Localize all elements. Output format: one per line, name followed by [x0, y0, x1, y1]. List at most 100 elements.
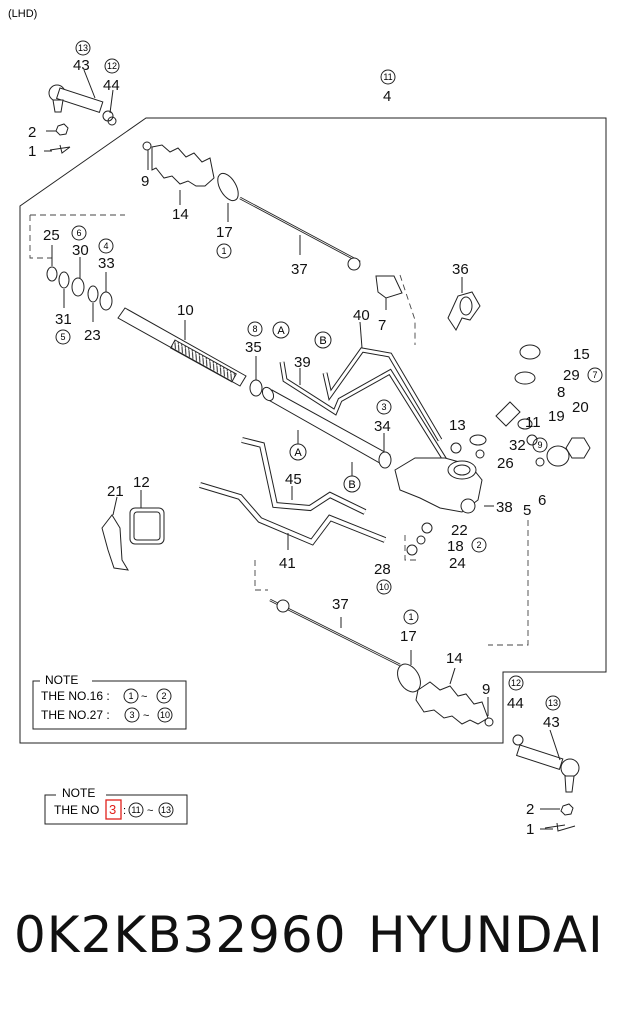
svg-text:12: 12 — [511, 678, 521, 688]
bellows-lower — [415, 667, 494, 727]
svg-text:11: 11 — [525, 414, 541, 431]
svg-text:2: 2 — [28, 124, 36, 141]
svg-text:A: A — [277, 325, 285, 337]
svg-text:7: 7 — [378, 317, 386, 334]
svg-text:13: 13 — [449, 417, 466, 434]
note-box-2: NOTE THE NO 3 : 11 ~ 13 — [44, 786, 188, 825]
tie-rod-end-upper — [44, 69, 117, 154]
mount-bracket — [101, 490, 165, 571]
svg-text:10: 10 — [160, 710, 170, 720]
svg-text:B: B — [348, 479, 355, 491]
svg-text:5: 5 — [60, 332, 65, 342]
svg-text:26: 26 — [497, 455, 514, 472]
svg-text:THE NO.27 :: THE NO.27 : — [41, 708, 110, 722]
svg-text:7: 7 — [592, 370, 597, 380]
bracket-36 — [447, 277, 481, 331]
svg-text:13: 13 — [78, 43, 88, 53]
svg-text:6: 6 — [76, 228, 81, 238]
svg-text:4: 4 — [103, 241, 108, 251]
svg-text:32: 32 — [509, 437, 526, 454]
svg-text:~: ~ — [141, 691, 147, 703]
svg-text:12: 12 — [107, 61, 117, 71]
svg-text:3: 3 — [129, 710, 134, 720]
svg-text:1: 1 — [221, 246, 226, 256]
svg-text:17: 17 — [400, 628, 417, 645]
svg-text:35: 35 — [245, 339, 262, 356]
part-number-labels: 43 44 2 1 4 9 14 17 37 25 30 33 31 23 36… — [28, 57, 590, 838]
svg-text:3: 3 — [109, 802, 116, 817]
svg-text:10: 10 — [379, 582, 389, 592]
assembly-outline — [19, 117, 607, 744]
svg-text:9: 9 — [537, 440, 542, 450]
svg-text:11: 11 — [131, 805, 140, 815]
svg-text:1: 1 — [408, 612, 413, 622]
pipes-45-41 — [199, 437, 387, 550]
svg-text:10: 10 — [177, 302, 194, 319]
bellows-upper — [142, 141, 239, 222]
svg-text:5: 5 — [523, 502, 531, 519]
svg-text:38: 38 — [496, 499, 513, 516]
svg-text:B: B — [319, 335, 326, 347]
svg-text:8: 8 — [557, 384, 565, 401]
highlighted-reference-box — [105, 799, 122, 820]
svg-text:NOTE: NOTE — [62, 786, 95, 800]
svg-text:2: 2 — [476, 540, 481, 550]
svg-text:THE NO.16 :: THE NO.16 : — [41, 689, 110, 703]
svg-text:45: 45 — [285, 471, 302, 488]
cylinder-tube — [261, 386, 392, 476]
svg-text:14: 14 — [172, 206, 189, 223]
svg-text:18: 18 — [447, 538, 464, 555]
svg-text:2: 2 — [161, 691, 166, 701]
svg-text:29: 29 — [563, 367, 580, 384]
brand-name: HYUNDAI — [368, 906, 604, 964]
svg-text:12: 12 — [133, 474, 150, 491]
svg-text:40: 40 — [353, 307, 370, 324]
svg-text:44: 44 — [507, 695, 524, 712]
svg-text:21: 21 — [107, 483, 124, 500]
svg-text:22: 22 — [451, 522, 468, 539]
svg-text:19: 19 — [548, 408, 565, 425]
svg-text:37: 37 — [332, 596, 349, 613]
gear-housing — [394, 344, 591, 556]
svg-text::: : — [123, 805, 126, 817]
svg-text:9: 9 — [141, 173, 149, 190]
seal-group-left — [46, 245, 113, 322]
svg-text:1: 1 — [128, 691, 133, 701]
svg-text:1: 1 — [28, 143, 36, 160]
svg-text:31: 31 — [55, 311, 72, 328]
svg-text:23: 23 — [84, 327, 101, 344]
svg-text:4: 4 — [383, 88, 391, 105]
svg-text:15: 15 — [573, 346, 590, 363]
rack-10 — [117, 307, 247, 387]
circled-reference-numbers: 13 12 11 1 6 4 5 8 3 9 7 2 10 1 12 13 — [55, 40, 603, 711]
svg-text:39: 39 — [294, 354, 311, 371]
svg-text:6: 6 — [538, 492, 546, 509]
svg-text:8: 8 — [252, 324, 257, 334]
svg-text:1: 1 — [526, 821, 534, 838]
svg-text:41: 41 — [279, 555, 296, 572]
svg-text:17: 17 — [216, 224, 233, 241]
part-number-title: 0K2KB32960 — [14, 906, 347, 964]
svg-text:2: 2 — [526, 801, 534, 818]
lhd-label: (LHD) — [8, 8, 37, 20]
callout-markers: A B A B — [272, 321, 361, 493]
svg-text:A: A — [294, 447, 302, 459]
svg-text:43: 43 — [543, 714, 560, 731]
tie-rod-end-lower — [512, 729, 580, 832]
svg-text:THE NO: THE NO — [54, 803, 99, 817]
svg-text:34: 34 — [374, 418, 391, 435]
dashed-group-lines — [29, 214, 529, 646]
svg-text:25: 25 — [43, 227, 60, 244]
svg-text:~: ~ — [147, 805, 153, 817]
svg-text:13: 13 — [161, 805, 171, 815]
svg-text:11: 11 — [383, 72, 392, 82]
svg-text:14: 14 — [446, 650, 463, 667]
svg-text:~: ~ — [143, 710, 149, 722]
inner-tie-rod-lower — [269, 598, 421, 693]
svg-text:44: 44 — [103, 77, 120, 94]
svg-text:30: 30 — [72, 242, 89, 259]
svg-text:37: 37 — [291, 261, 308, 278]
svg-text:36: 36 — [452, 261, 469, 278]
svg-text:33: 33 — [98, 255, 115, 272]
